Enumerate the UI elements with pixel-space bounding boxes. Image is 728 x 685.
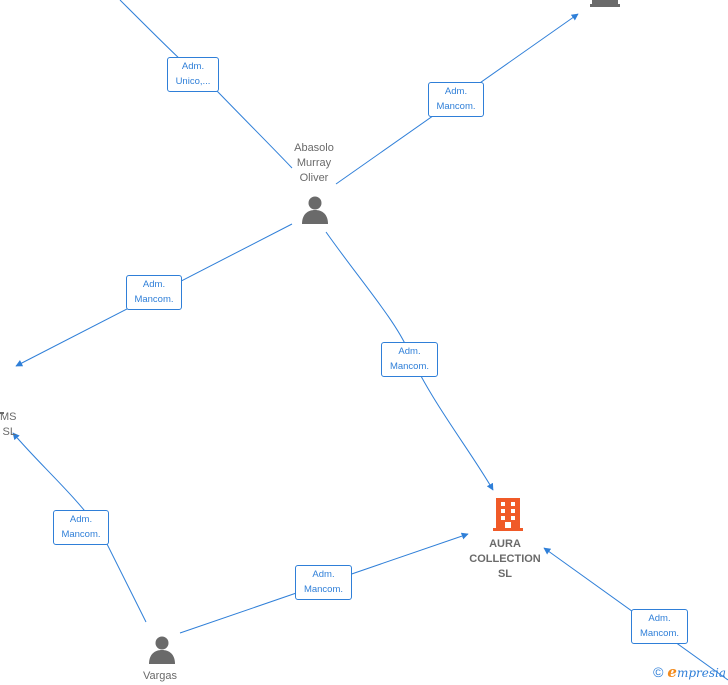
abasolo-name-line3: Oliver [299, 172, 329, 184]
ms-sl-name-line2: SL [2, 426, 16, 438]
vargas-person-icon[interactable] [147, 634, 177, 669]
aura-name-line1: AURA [489, 538, 521, 550]
edge-label-unico-line2: Unico,... [175, 76, 211, 87]
edge-label-vargas-aura-line2: Mancom. [303, 584, 344, 595]
abasolo-name-line2: Murray [296, 157, 332, 169]
ms-sl-name[interactable]: MS SL [0, 410, 17, 440]
edge-label-vargas-ms-line2: Mancom. [61, 529, 101, 540]
top-right-company-building-icon[interactable] [588, 0, 622, 13]
empresia-logo-rest: mpresia [676, 666, 726, 680]
edge-label-vargas-ms[interactable]: Adm. Mancom. [53, 510, 109, 545]
edge-label-abasolo-aura-line1: Adm. [398, 346, 421, 357]
empresia-logo[interactable]: empresia [667, 663, 726, 681]
edge-label-abasolo-aura[interactable]: Adm. Mancom. [381, 342, 438, 377]
aura-collection-building-icon[interactable] [492, 498, 524, 537]
edge-label-abasolo-ms-line1: Adm. [142, 279, 166, 290]
edge-label-abasolo-topright-line1: Adm. [444, 86, 468, 97]
empresia-footer: ©empresia [653, 663, 726, 681]
edge-label-abasolo-aura-line2: Mancom. [389, 361, 430, 372]
aura-name-line2: COLLECTION [469, 553, 541, 565]
ms-sl-building-icon[interactable] [0, 402, 4, 420]
edge-label-br-aura-line1: Adm. [648, 613, 671, 624]
edge-label-unico-line1: Adm. [181, 61, 205, 72]
abasolo-name[interactable]: Abasolo Murray Oliver [280, 141, 348, 186]
abasolo-person-icon[interactable] [300, 194, 330, 229]
edge-label-vargas-aura-line1: Adm. [312, 569, 335, 580]
edge-label-vargas-ms-line1: Adm. [69, 514, 93, 525]
edge-label-abasolo-ms-line2: Mancom. [134, 294, 174, 305]
edge-label-br-aura[interactable]: Adm. Mancom. [631, 609, 688, 644]
empresia-logo-initial: e [667, 663, 677, 681]
edge-label-abasolo-topright[interactable]: Adm. Mancom. [428, 82, 484, 117]
vargas-name[interactable]: Vargas [130, 669, 190, 684]
edge-label-br-aura-line2: Mancom. [639, 628, 680, 639]
abasolo-name-line1: Abasolo [294, 142, 334, 154]
edge-unico [119, 0, 293, 169]
edge-label-abasolo-topright-line2: Mancom. [436, 101, 476, 112]
edge-label-unico[interactable]: Adm. Unico,... [167, 57, 219, 92]
copyright-symbol: © [653, 664, 664, 680]
aura-name-line3: SL [497, 568, 513, 580]
edge-label-vargas-aura[interactable]: Adm. Mancom. [295, 565, 352, 600]
edge-label-abasolo-ms[interactable]: Adm. Mancom. [126, 275, 182, 310]
vargas-name-line1: Vargas [142, 670, 178, 682]
ms-sl-name-line1: MS [0, 411, 17, 423]
aura-collection-name[interactable]: AURA COLLECTION SL [460, 537, 550, 582]
